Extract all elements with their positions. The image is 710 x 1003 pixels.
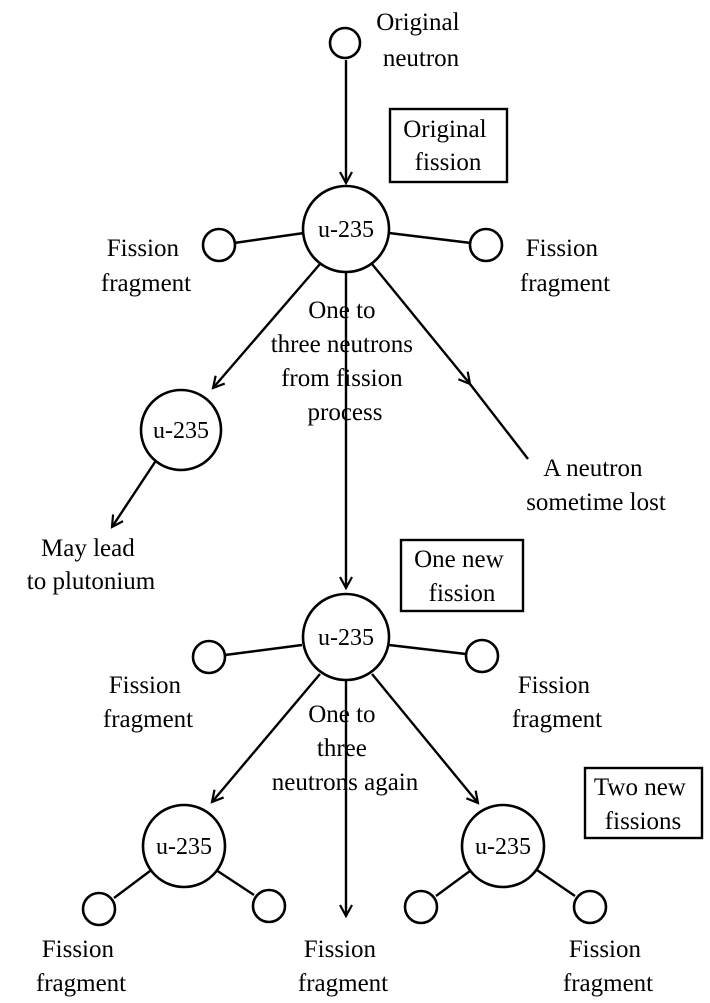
fragment-link [113, 867, 155, 899]
fragment-node [464, 638, 500, 674]
neutrons-note: One to three neutrons from fission proce… [271, 297, 420, 426]
u235-side-node [139, 388, 223, 472]
fission-fragment-label: Fission fragment [103, 672, 193, 733]
neutron-lost-label: A neutron sometime lost [526, 455, 666, 516]
fragment-link [388, 643, 467, 656]
one-new-fission-label: One new fission [414, 546, 510, 607]
fragment-node [191, 639, 227, 675]
fission-fragment-label: Fission fragment [563, 936, 653, 997]
neutrons-again-note: One to three neutrons again [272, 701, 419, 796]
neutron-arrow [112, 458, 159, 527]
fragment-link [533, 867, 576, 897]
original-neutron-node [328, 26, 362, 60]
neutron-arrow [212, 673, 321, 802]
u235-label: u-235 [156, 834, 212, 860]
u235-label: u-235 [318, 625, 374, 651]
fragment-link [224, 643, 303, 657]
fission-fragment-label: Fission fragment [36, 936, 126, 997]
fission-fragment-label: Fission fragment [512, 672, 602, 733]
fission-fragment-label: Fission fragment [520, 235, 610, 297]
original-fission-label: Original fission [403, 116, 493, 176]
fragment-node [572, 889, 608, 925]
u235-label: u-235 [475, 834, 531, 860]
fission-fragment-label: Fission fragment [298, 936, 388, 997]
u235-bottom-right-node [460, 803, 546, 889]
fragment-node [81, 891, 117, 927]
two-new-fissions-box [583, 766, 704, 840]
two-new-fissions-label: Two new fissions [594, 774, 692, 835]
fragment-node [251, 888, 287, 924]
u235-label: u-235 [153, 418, 209, 444]
fission-fragment-label: Fission fragment [101, 235, 191, 297]
neutron-arrow [371, 263, 470, 384]
plutonium-label: May lead to plutonium [27, 535, 156, 595]
fragment-link [212, 866, 255, 897]
original-neutron-label: Original neutron [376, 9, 466, 72]
fragment-link [233, 231, 305, 245]
one-new-fission-box [399, 538, 525, 613]
u235-mid-node [301, 592, 391, 682]
u235-bottom-left-node [141, 803, 227, 889]
u235-label: u-235 [318, 217, 374, 243]
fragment-node [468, 227, 504, 263]
neutron-arrow [371, 673, 478, 803]
original-fission-box [388, 107, 509, 184]
fragment-node [403, 889, 439, 925]
u235-top-node [301, 184, 391, 274]
lost-neutron-line [469, 383, 529, 460]
fragment-link [435, 867, 475, 897]
neutron-arrow [213, 263, 321, 388]
fragment-node [201, 227, 237, 263]
fragment-link [388, 231, 472, 245]
